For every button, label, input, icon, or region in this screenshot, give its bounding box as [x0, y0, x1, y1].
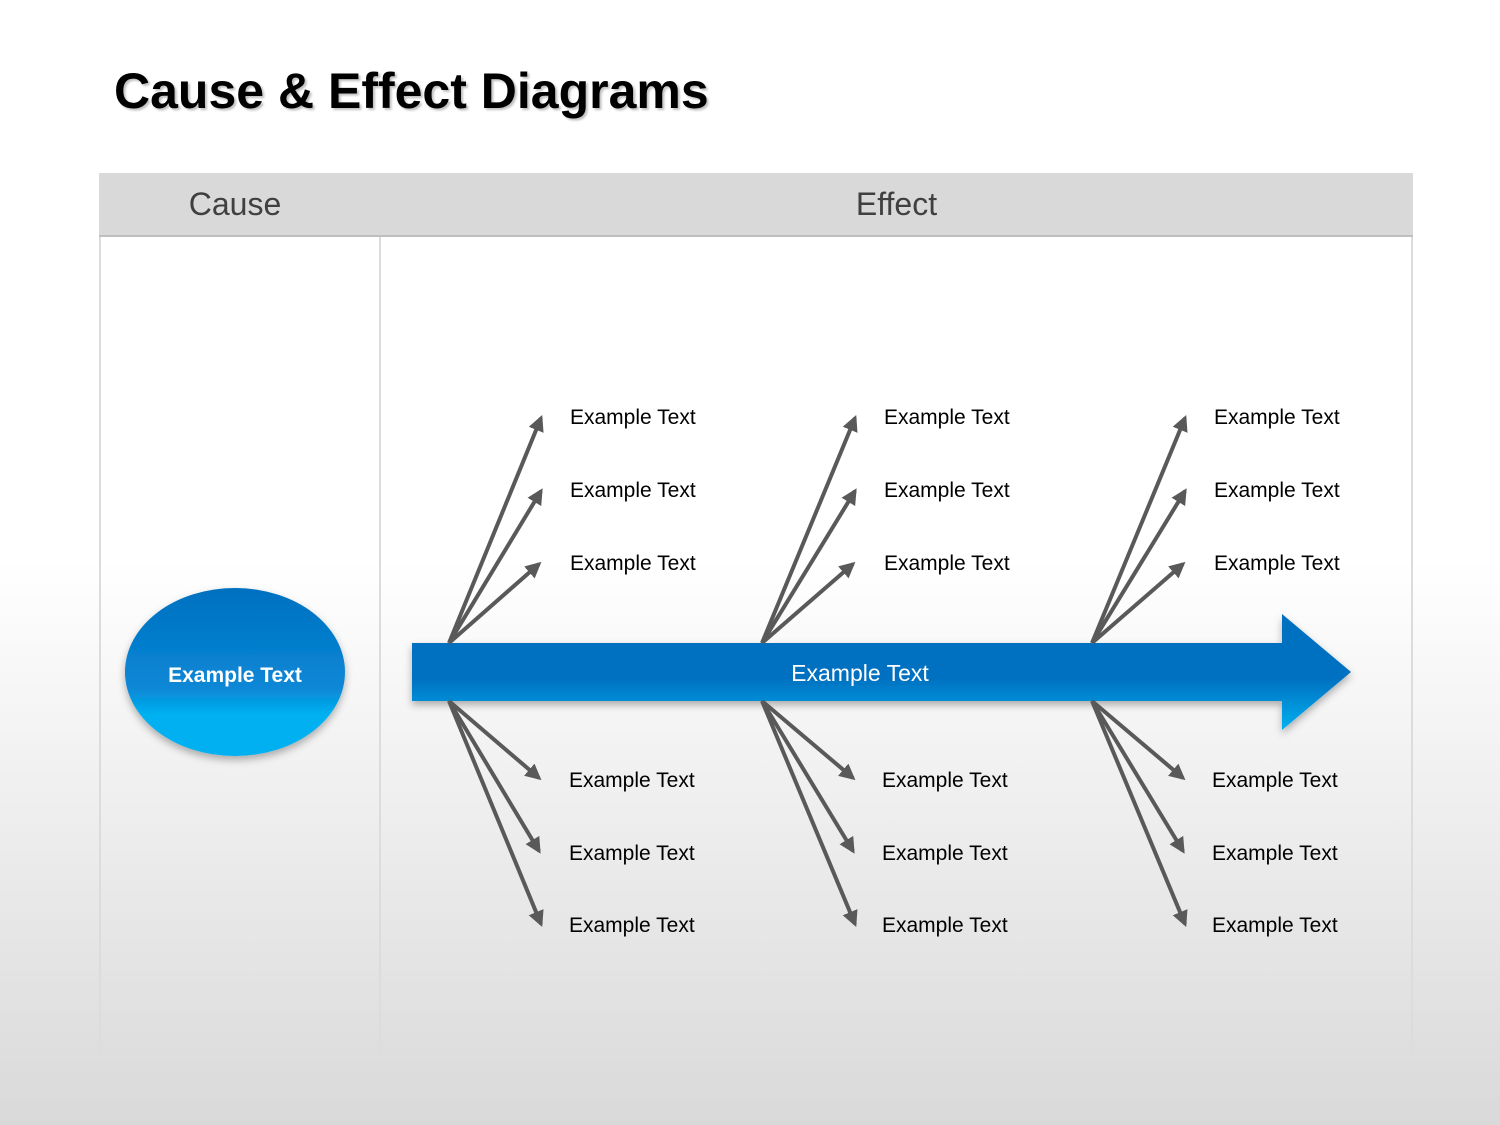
branch-1-bottom-label-3: Example Text: [569, 914, 695, 937]
table-right-border: [1411, 237, 1413, 1052]
branch-1-top-label-2: Example Text: [570, 479, 696, 502]
table-header: [99, 173, 1413, 237]
branch-3-bottom-label-2: Example Text: [1212, 842, 1338, 865]
branch-2-bottom-label-2: Example Text: [882, 842, 1008, 865]
branch-3-top-label-3: Example Text: [1214, 552, 1340, 575]
bone-1-top-3: [447, 561, 542, 645]
spine-label: Example Text: [791, 660, 929, 686]
table-left-border: [99, 237, 101, 1052]
bone-1-bottom-1: [447, 699, 542, 781]
branch-1-bottom-label-2: Example Text: [569, 842, 695, 865]
bone-3-top-3: [1090, 561, 1186, 645]
bone-1-top-1: [447, 415, 544, 644]
bone-3-bottom-2: [1090, 699, 1185, 854]
bone-2-top-1: [760, 415, 858, 644]
branch-3-bottom-label-1: Example Text: [1212, 769, 1338, 792]
bone-1-bottom-3: [447, 700, 544, 927]
cause-column-header: Cause: [188, 186, 282, 222]
effect-column-header: Effect: [855, 186, 938, 222]
branch-1-bottom-label-1: Example Text: [569, 769, 695, 792]
branch-2-top-label-1: Example Text: [884, 406, 1010, 429]
column-divider: [379, 237, 381, 1052]
branch-2-top-label-3: Example Text: [884, 552, 1010, 575]
spine-arrow: [412, 614, 1351, 730]
cause-oval: [125, 588, 345, 756]
bone-3-top-2: [1090, 488, 1187, 645]
bone-2-bottom-1: [760, 699, 856, 781]
bone-lines: [447, 415, 1188, 927]
page-title: Cause & Effect Diagrams: [114, 63, 709, 119]
bone-2-bottom-2: [760, 699, 855, 854]
branch-2-bottom-label-1: Example Text: [882, 769, 1008, 792]
branch-3-bottom-label-3: Example Text: [1212, 914, 1338, 937]
branch-3-top-label-2: Example Text: [1214, 479, 1340, 502]
bone-3-top-1: [1090, 415, 1188, 644]
bone-2-top-3: [760, 561, 856, 645]
bone-2-top-2: [760, 488, 857, 645]
bone-1-top-2: [447, 488, 543, 645]
branch-1-top-label-1: Example Text: [570, 406, 696, 429]
bone-1-bottom-2: [447, 699, 541, 854]
branch-1-top-label-3: Example Text: [570, 552, 696, 575]
branch-3-top-label-1: Example Text: [1214, 406, 1340, 429]
cause-node-label: Example Text: [168, 664, 302, 687]
branch-2-bottom-label-3: Example Text: [882, 914, 1008, 937]
bone-2-bottom-3: [760, 700, 858, 927]
bone-3-bottom-1: [1090, 699, 1186, 781]
bone-3-bottom-3: [1090, 700, 1188, 927]
branch-2-top-label-2: Example Text: [884, 479, 1010, 502]
